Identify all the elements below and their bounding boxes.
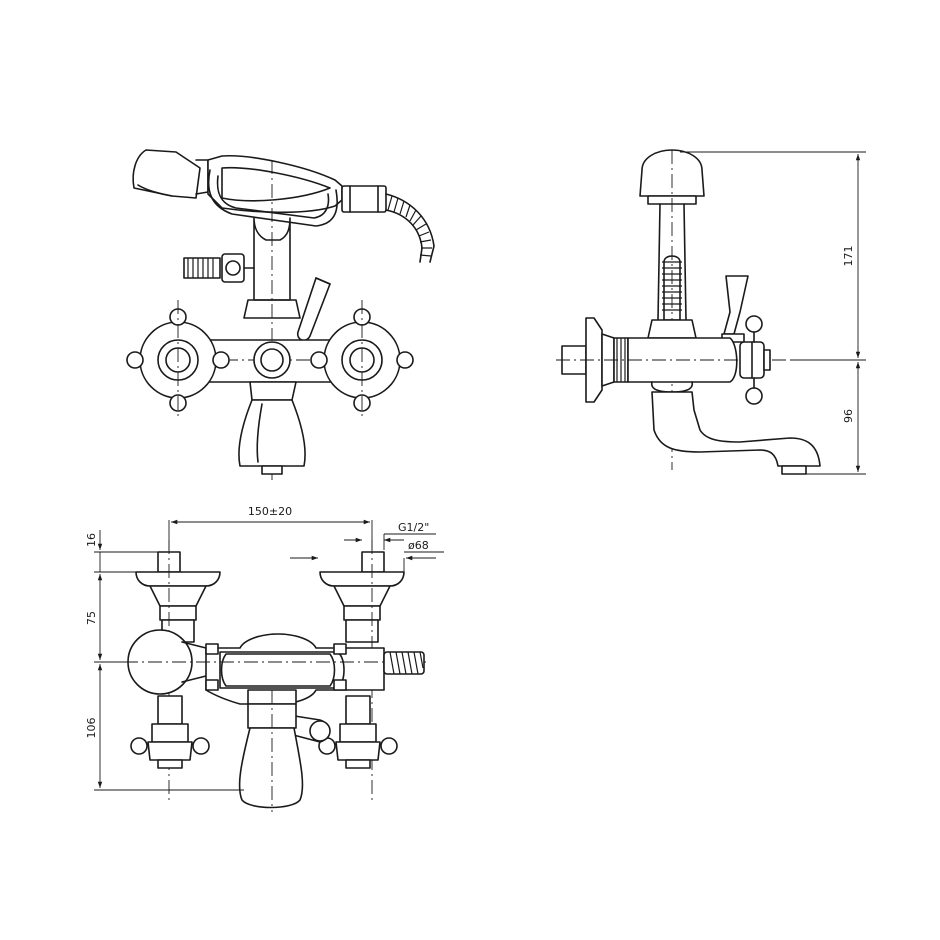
- top-left-handle: [130, 695, 210, 769]
- top-right-handle: [318, 695, 398, 769]
- dim-flange-diameter: ø68: [408, 539, 429, 552]
- diverter-lever: [296, 277, 331, 342]
- left-cross-handle: [126, 300, 230, 420]
- side-lever: [721, 275, 749, 343]
- shower-cradle: [207, 169, 338, 227]
- hand-shower-head: [132, 149, 209, 199]
- dim-centers: 150±20: [248, 505, 292, 518]
- side-cross-handle: [739, 315, 771, 405]
- dim-height-spout: 96: [842, 409, 855, 423]
- side-spout: [651, 391, 821, 475]
- left-side-connector: [183, 253, 255, 283]
- top-hose-outlet: [383, 651, 425, 675]
- dim-thread: G1/2": [398, 521, 429, 534]
- top-right-eccentric: [319, 540, 405, 800]
- side-view: 171 96: [556, 149, 866, 475]
- side-dimensions: 171 96: [680, 151, 866, 475]
- top-body: [100, 633, 430, 705]
- dim-eccentric-depth: 16: [85, 533, 98, 547]
- front-spout: [238, 381, 306, 475]
- dim-inlet-to-axis: 75: [85, 611, 98, 625]
- dim-axis-to-spout: 106: [85, 718, 98, 739]
- front-view: [126, 149, 435, 480]
- top-spout: [238, 689, 304, 812]
- side-wall-flange: [561, 317, 629, 403]
- dim-height-total: 171: [842, 246, 855, 267]
- hose: [385, 193, 435, 263]
- top-dimensions: 150±20 G1/2" ø68 16 75 106: [85, 505, 444, 791]
- right-cross-handle: [310, 300, 414, 420]
- hand-shower-handle: [207, 154, 387, 214]
- top-view: 150±20 G1/2" ø68 16 75 106: [85, 505, 444, 812]
